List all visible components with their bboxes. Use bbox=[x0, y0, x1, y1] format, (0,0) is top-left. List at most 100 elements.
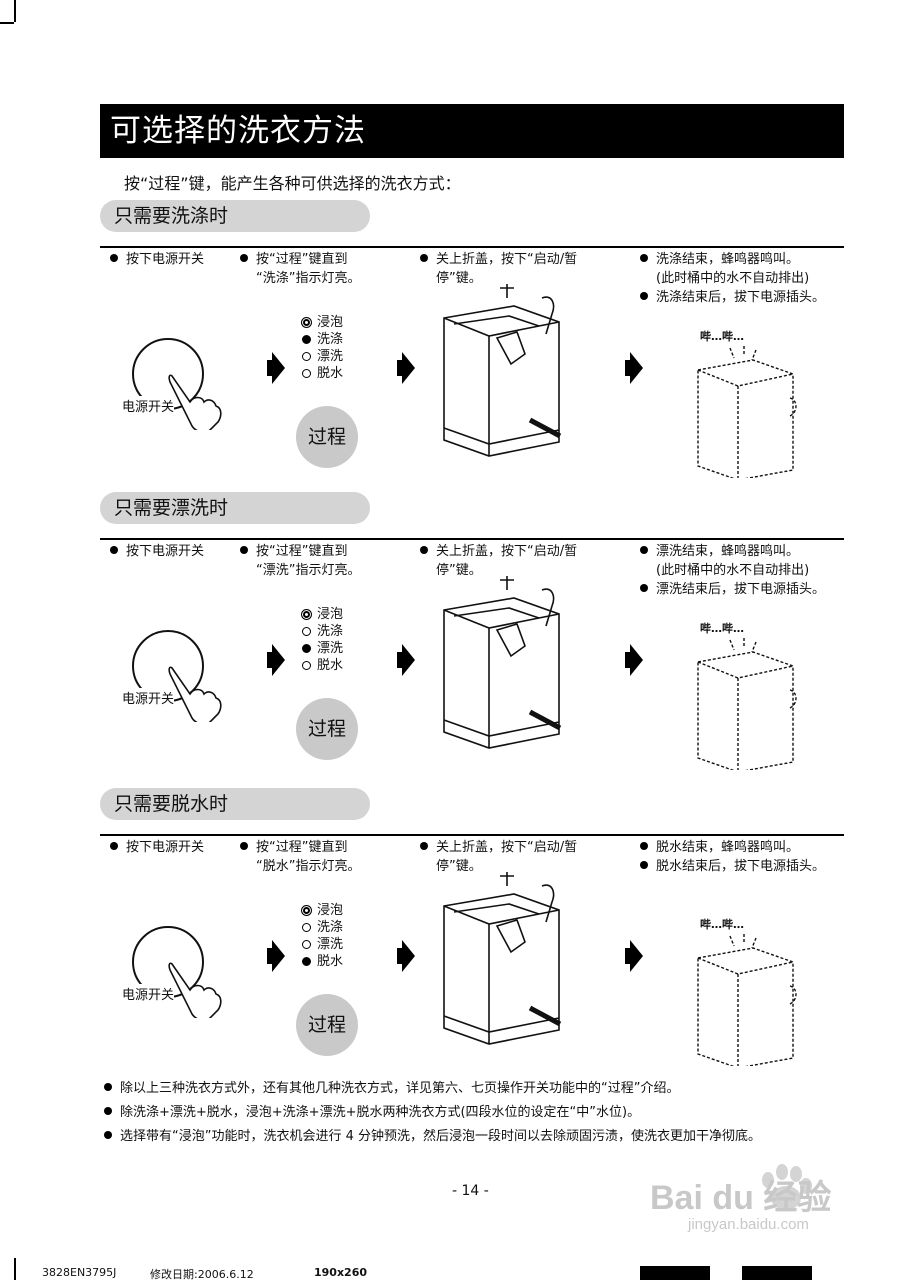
bullet-icon bbox=[640, 292, 648, 300]
baidu-paw-icon bbox=[762, 1164, 812, 1210]
power-switch-label: 电源开关 bbox=[122, 396, 175, 415]
power-switch-label: 电源开关 bbox=[122, 688, 175, 707]
section-divider bbox=[100, 246, 844, 248]
step-finish: 洗涤结束，蜂鸣器鸣叫。(此时桶中的水不自动排出)洗涤结束后，拔下电源插头。 bbox=[640, 250, 825, 307]
bullet-icon bbox=[110, 546, 118, 554]
section-heading: 只需要漂洗时 bbox=[100, 492, 370, 524]
step-power: 按下电源开关 bbox=[110, 250, 204, 269]
mode-indicator: 漂洗 bbox=[302, 640, 343, 657]
page-title: 可选择的洗衣方法 bbox=[100, 104, 844, 158]
finish-line: 洗涤结束后，拔下电源插头。 bbox=[640, 288, 825, 307]
mode-indicator: 脱水 bbox=[302, 953, 343, 970]
bullet-icon bbox=[110, 254, 118, 262]
hand-wrap bbox=[164, 958, 224, 1022]
hand-icon bbox=[168, 666, 222, 725]
mode-indicator-list: 浸泡洗涤漂洗脱水 bbox=[301, 902, 343, 970]
bullet-icon bbox=[420, 546, 428, 554]
mode-indicator: 洗涤 bbox=[302, 623, 343, 640]
mode-indicator-list: 浸泡洗涤漂洗脱水 bbox=[301, 314, 343, 382]
bullet-icon bbox=[420, 842, 428, 850]
notes-list: 除以上三种洗衣方式外，还有其他几种洗衣方式，详见第六、七页操作开关功能中的“过程… bbox=[104, 1077, 761, 1149]
finish-line: (此时桶中的水不自动排出) bbox=[656, 563, 810, 578]
indicator-light-icon bbox=[302, 644, 311, 653]
step-start: 关上折盖，按下“启动/暂停”键。 bbox=[420, 250, 577, 288]
finished-washer-illustration bbox=[690, 328, 800, 482]
beep-text: 哔…哔… bbox=[700, 918, 744, 931]
footer-size: 190x260 bbox=[314, 1266, 368, 1279]
power-switch-label: 电源开关 bbox=[122, 984, 175, 1003]
section-heading: 只需要脱水时 bbox=[100, 788, 370, 820]
step-finish: 漂洗结束，蜂鸣器鸣叫。(此时桶中的水不自动排出)漂洗结束后，拔下电源插头。 bbox=[640, 542, 825, 599]
washing-machine-icon bbox=[443, 872, 562, 1045]
process-button[interactable]: 过程 bbox=[296, 698, 358, 760]
bullet-icon bbox=[104, 1107, 112, 1115]
finished-washer-icon bbox=[697, 346, 797, 482]
step-process: 按“过程”键直到“漂洗”指示灯亮。 bbox=[240, 542, 360, 580]
bullet-icon bbox=[110, 842, 118, 850]
note-item: 除洗涤+漂洗+脱水，浸泡+洗涤+漂洗+脱水两种洗衣方式(四段水位的设定在“中”水… bbox=[104, 1101, 761, 1125]
finish-line: 脱水结束后，拔下电源插头。 bbox=[640, 857, 825, 876]
finished-washer-illustration bbox=[690, 916, 800, 1070]
mode-indicator: 浸泡 bbox=[301, 314, 343, 331]
watermark-url: jingyan.baidu.com bbox=[688, 1216, 809, 1233]
washing-machine-icon bbox=[443, 576, 562, 749]
watermark: Bai du 经验 jingyan.baidu.com bbox=[650, 1150, 880, 1233]
crop-mark bbox=[0, 22, 14, 24]
note-item: 选择带有“浸泡”功能时，洗衣机会进行 4 分钟预洗，然后浸泡一段时间以去除顽固污… bbox=[104, 1125, 761, 1149]
arrow-right-icon bbox=[625, 352, 643, 384]
step-process: 按“过程”键直到“洗涤”指示灯亮。 bbox=[240, 250, 360, 288]
arrow-right-icon bbox=[267, 940, 285, 972]
section-heading: 只需要洗涤时 bbox=[100, 200, 370, 232]
bullet-icon bbox=[640, 842, 648, 850]
bullet-icon bbox=[640, 546, 648, 554]
mode-indicator: 洗涤 bbox=[302, 919, 343, 936]
hand-wrap bbox=[164, 370, 224, 434]
finish-line: 脱水结束，蜂鸣器鸣叫。 bbox=[640, 838, 825, 857]
mode-indicator-list: 浸泡洗涤漂洗脱水 bbox=[301, 606, 343, 674]
mode-indicator: 浸泡 bbox=[301, 902, 343, 919]
arrow-right-icon bbox=[625, 940, 643, 972]
mode-indicator: 洗涤 bbox=[302, 331, 343, 348]
page-number: - 14 - bbox=[452, 1183, 489, 1199]
indicator-light-icon bbox=[302, 940, 311, 949]
indicator-light-icon bbox=[302, 369, 311, 378]
note-item: 除以上三种洗衣方式外，还有其他几种洗衣方式，详见第六、七页操作开关功能中的“过程… bbox=[104, 1077, 761, 1101]
crop-mark bbox=[14, 0, 16, 22]
indicator-light-icon bbox=[302, 335, 311, 344]
step-start: 关上折盖，按下“启动/暂停”键。 bbox=[420, 838, 577, 876]
finish-line: 洗涤结束，蜂鸣器鸣叫。 bbox=[640, 250, 825, 269]
bullet-icon bbox=[640, 584, 648, 592]
indicator-light-icon bbox=[301, 317, 312, 328]
bullet-icon bbox=[104, 1083, 112, 1091]
indicator-light-icon bbox=[302, 923, 311, 932]
arrow-right-icon bbox=[397, 940, 415, 972]
process-button[interactable]: 过程 bbox=[296, 406, 358, 468]
arrow-right-icon bbox=[397, 644, 415, 676]
bullet-icon bbox=[640, 861, 648, 869]
hand-wrap bbox=[164, 662, 224, 726]
crop-mark bbox=[14, 1258, 16, 1280]
indicator-light-icon bbox=[302, 661, 311, 670]
step-power: 按下电源开关 bbox=[110, 838, 204, 857]
bullet-icon bbox=[104, 1131, 112, 1139]
intro-text: 按“过程”键，能产生各种可供选择的洗衣方式： bbox=[124, 174, 461, 193]
step-power: 按下电源开关 bbox=[110, 542, 204, 561]
footer-block bbox=[640, 1266, 710, 1280]
bullet-icon bbox=[420, 254, 428, 262]
indicator-light-icon bbox=[301, 609, 312, 620]
arrow-right-icon bbox=[625, 644, 643, 676]
finished-washer-illustration bbox=[690, 620, 800, 774]
finish-line: 漂洗结束后，拔下电源插头。 bbox=[640, 580, 825, 599]
indicator-light-icon bbox=[301, 905, 312, 916]
process-button[interactable]: 过程 bbox=[296, 994, 358, 1056]
watermark-logo: Bai du 经验 bbox=[650, 1179, 832, 1217]
washer-illustration bbox=[432, 278, 562, 462]
arrow-right-icon bbox=[267, 352, 285, 384]
washing-machine-icon bbox=[443, 284, 562, 457]
mode-indicator: 浸泡 bbox=[301, 606, 343, 623]
footer-code: 3828EN3795J bbox=[42, 1266, 117, 1279]
indicator-light-icon bbox=[302, 627, 311, 636]
beep-text: 哔…哔… bbox=[700, 622, 744, 635]
hand-icon bbox=[168, 962, 222, 1021]
step-process: 按“过程”键直到“脱水”指示灯亮。 bbox=[240, 838, 360, 876]
